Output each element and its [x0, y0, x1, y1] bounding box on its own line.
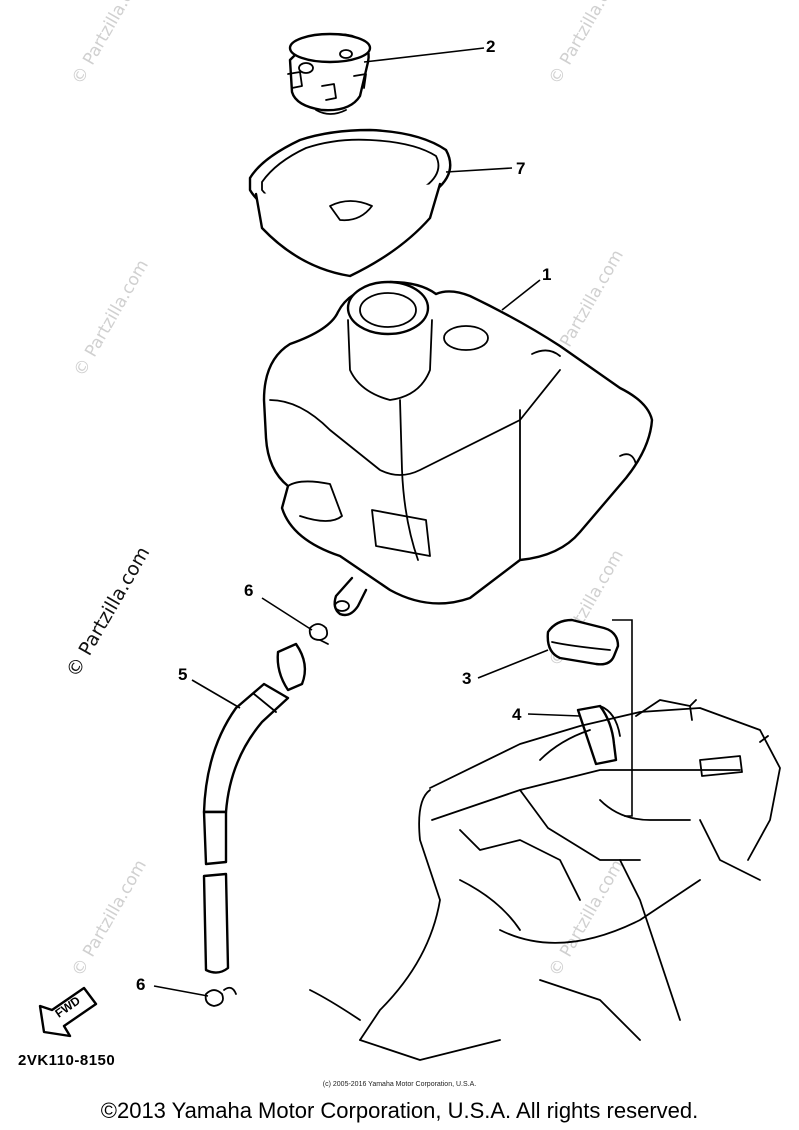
callout-7: 7	[516, 159, 526, 178]
leader-6-top	[261, 597, 313, 631]
callout-6-top: 6	[244, 581, 254, 600]
damper-part	[546, 618, 620, 666]
callout-4: 4	[512, 705, 522, 724]
callout-6-bottom: 6	[136, 975, 146, 994]
callout-3: 3	[462, 669, 472, 688]
fuel-tank-part	[262, 280, 654, 617]
diagram-code: 2VK110-8150	[18, 1052, 116, 1069]
callout-5: 5	[178, 665, 188, 684]
callout-2: 2	[486, 37, 496, 56]
fuel-hose-part	[202, 642, 307, 974]
leader-2	[363, 47, 485, 63]
band-part	[576, 704, 621, 766]
leader-3	[477, 649, 549, 679]
leader-5	[191, 679, 241, 709]
fuel-cap-part	[287, 32, 372, 115]
tank-tray-part	[248, 128, 452, 278]
hose-clip-top-part	[308, 623, 329, 645]
callout-1: 1	[542, 265, 552, 284]
leader-1	[501, 279, 541, 311]
copyright-notice: ©2013 Yamaha Motor Corporation, U.S.A. A…	[100, 1098, 699, 1123]
small-copyright: (c) 2005-2016 Yamaha Motor Corporation, …	[322, 1081, 477, 1088]
leader-3-bracket	[612, 619, 633, 817]
hose-clip-bottom-part	[204, 986, 237, 1007]
fwd-arrow-icon	[38, 986, 98, 1038]
frame-reference	[309, 699, 781, 1061]
leader-4	[527, 713, 581, 717]
leader-6-bottom	[153, 985, 209, 997]
leader-7	[445, 167, 513, 173]
